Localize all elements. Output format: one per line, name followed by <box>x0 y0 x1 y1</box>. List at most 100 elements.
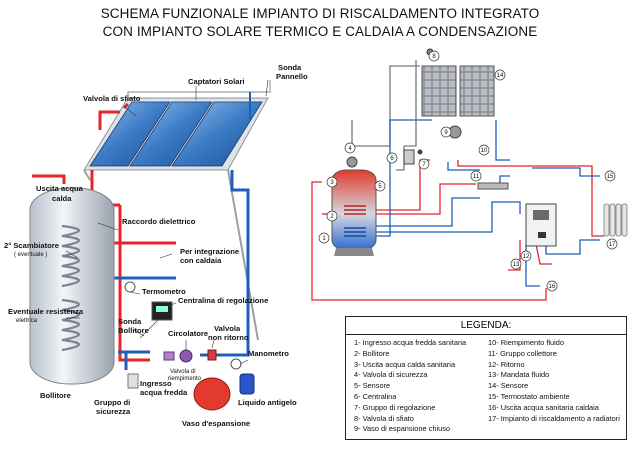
hydraulic-lines <box>311 60 604 301</box>
label-liquido: Liquido antigelo <box>238 398 297 407</box>
callout-6: 6 <box>390 156 394 162</box>
label-uscita-acqua-1: Uscita acqua <box>36 184 84 193</box>
radiator <box>603 203 628 237</box>
legend-item-14: 14- Sensore <box>488 381 529 391</box>
legend-item-15: 15- Termostato ambiente <box>488 391 570 401</box>
label-integrazione-2: con caldaia <box>180 256 222 265</box>
collector-panel-2 <box>129 101 213 167</box>
label-captatori: Captatori Solari <box>188 77 245 86</box>
termometro-gauge <box>124 281 136 293</box>
gruppo-collettore <box>477 182 509 190</box>
label-gruppo-2: sicurezza <box>96 407 131 416</box>
label-sonda-pannello-1: Sonda <box>278 63 302 72</box>
label-valvola-sfiato: Valvola di sfiato <box>83 94 141 103</box>
label-resistenza-1: Eventuale resistenza <box>8 307 84 316</box>
tank-lower-coil <box>344 227 366 237</box>
label-raccordo: Raccordo dielettrico <box>122 217 196 226</box>
centralina-display <box>156 306 168 312</box>
legend-title: LEGENDA: <box>346 317 626 335</box>
manometro-gauge <box>230 358 242 370</box>
legend-item-17: 17- Impianto di riscaldamento a radiator… <box>488 413 620 423</box>
label-valvola-riempimento-2: riempimento <box>168 376 202 382</box>
callout-9: 9 <box>444 130 448 136</box>
legend-item-16: 16- Uscita acqua sanitaria caldaia <box>488 402 599 412</box>
callout-1: 1 <box>322 236 326 242</box>
ingresso-acqua-fredda-pipe <box>118 350 150 370</box>
legend-right-column: 10- Riempimento fluido 11- Gruppo collet… <box>488 338 622 435</box>
caldaia-display <box>533 210 549 220</box>
circolatore-pump <box>179 349 193 363</box>
callout-15: 15 <box>607 174 614 180</box>
sensor-cable <box>127 80 271 98</box>
bollitore-tank <box>29 187 115 385</box>
collector-leg-front <box>83 169 91 181</box>
callout-8: 8 <box>432 54 436 60</box>
legend-item-3: 3- Uscita acqua calda sanitaria <box>354 359 456 369</box>
upper-exchanger-coil <box>61 224 81 288</box>
label-sonda-pannello-2: Pannello <box>276 72 308 81</box>
label-circolatore: Circolatore <box>168 329 208 338</box>
label-bollitore: Bollitore <box>40 391 71 400</box>
legend-item-6: 6- Centralina <box>354 391 397 401</box>
tank-upper-coil <box>344 205 366 215</box>
liquido-antigelo-bottle <box>239 373 255 395</box>
label-sonda-bollitore-2: Bollitore <box>118 326 149 335</box>
cold-pipe-return <box>200 170 250 357</box>
legend-item-11: 11- Gruppo collettore <box>488 348 557 358</box>
vaso-espansione <box>193 377 231 411</box>
diagram-title-line-1: SCHEMA FUNZIONALE IMPIANTO DI RISCALDAME… <box>100 6 540 21</box>
label-ingresso-2: acqua fredda <box>140 388 188 397</box>
callout-4: 4 <box>348 146 352 152</box>
legend-item-12: 12- Ritorno <box>488 359 525 369</box>
callout-3: 3 <box>330 180 334 186</box>
valvola-sicurezza <box>346 156 358 168</box>
leader-lines <box>65 79 269 365</box>
legend-item-13: 13- Mandata fluido <box>488 370 550 380</box>
legend-item-5: 5- Sensore <box>354 381 391 391</box>
label-valvola-ritorno-2: non ritorno <box>208 333 249 342</box>
hot-pipe-down <box>118 205 150 362</box>
lower-exchanger-coil <box>61 298 81 352</box>
callout-16: 16 <box>549 284 556 290</box>
label-vaso: Vaso d'espansione <box>182 419 250 428</box>
callout-5: 5 <box>378 184 382 190</box>
label-termometro: Termometro <box>142 287 186 296</box>
legend-item-1: 1- Ingresso acqua fredda sanitaria <box>354 338 467 347</box>
label-valvola-riempimento-1: Valvola di <box>170 369 196 375</box>
solar-panel-left <box>421 65 457 117</box>
hot-pipe-top <box>98 102 130 130</box>
label-scambiatore-2: ( eventuale ) <box>14 252 47 258</box>
label-scambiatore-1: 2° Scambiatore <box>4 241 59 250</box>
gruppo-regolazione <box>403 149 415 165</box>
valvola-riempimento <box>163 351 175 361</box>
legend-box: LEGENDA: 1- Ingresso acqua fredda sanita… <box>345 316 627 440</box>
callout-10: 10 <box>481 148 488 154</box>
callout-7: 7 <box>422 162 426 168</box>
label-ingresso-1: Ingresso <box>140 379 172 388</box>
callout-13: 13 <box>513 262 520 268</box>
callout-12: 12 <box>523 254 530 260</box>
left-solar-diagram: Captatori Solari Sonda Pannello Valvola … <box>4 63 308 428</box>
label-uscita-acqua-2: calda <box>52 194 72 203</box>
solar-panel-right <box>459 65 495 117</box>
label-sonda-bollitore-1: Sonda <box>118 317 142 326</box>
legend-item-7: 7- Gruppo di regolazione <box>354 402 436 412</box>
diagram-title-line-2: CON IMPIANTO SOLARE TERMICO E CALDAIA A … <box>102 24 538 39</box>
callout-2: 2 <box>330 214 334 220</box>
label-integrazione-1: Per integrazione <box>180 247 239 256</box>
legend-item-8: 8- Valvola di sfiato <box>354 413 414 423</box>
legend-item-10: 10- Riempimento fluido <box>488 338 564 347</box>
callout-14: 14 <box>497 73 504 79</box>
caldaia-panel <box>538 232 546 238</box>
legend-item-2: 2- Bollitore <box>354 348 390 358</box>
callout-17: 17 <box>609 242 616 248</box>
gruppo-sicurezza <box>127 373 139 389</box>
callout-11: 11 <box>473 174 480 180</box>
hot-water-out-pipe <box>32 174 66 184</box>
callouts <box>318 50 618 292</box>
label-resistenza-2: elettrica <box>16 318 38 324</box>
sensor-cable-bollitore <box>139 319 159 339</box>
valvola-non-ritorno <box>207 349 217 361</box>
collector-leg <box>227 169 259 341</box>
